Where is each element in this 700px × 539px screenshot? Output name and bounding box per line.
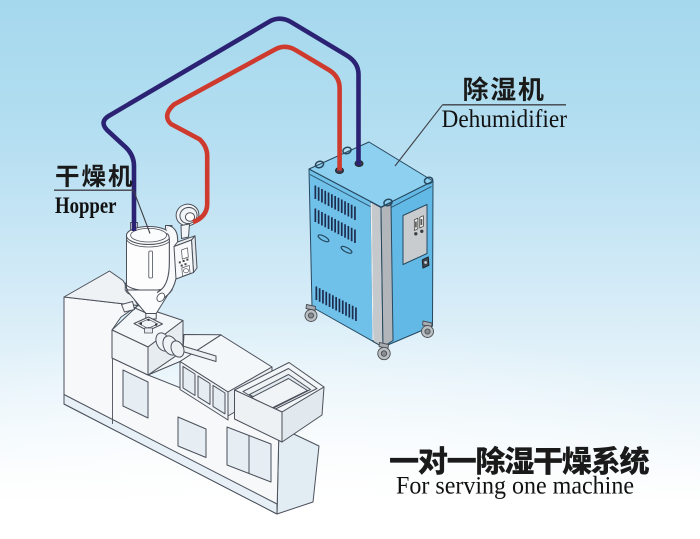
svg-text:Hopper: Hopper [55,193,117,218]
svg-text:For serving one machine: For serving one machine [396,473,634,500]
svg-text:Dehumidifier: Dehumidifier [442,106,568,133]
